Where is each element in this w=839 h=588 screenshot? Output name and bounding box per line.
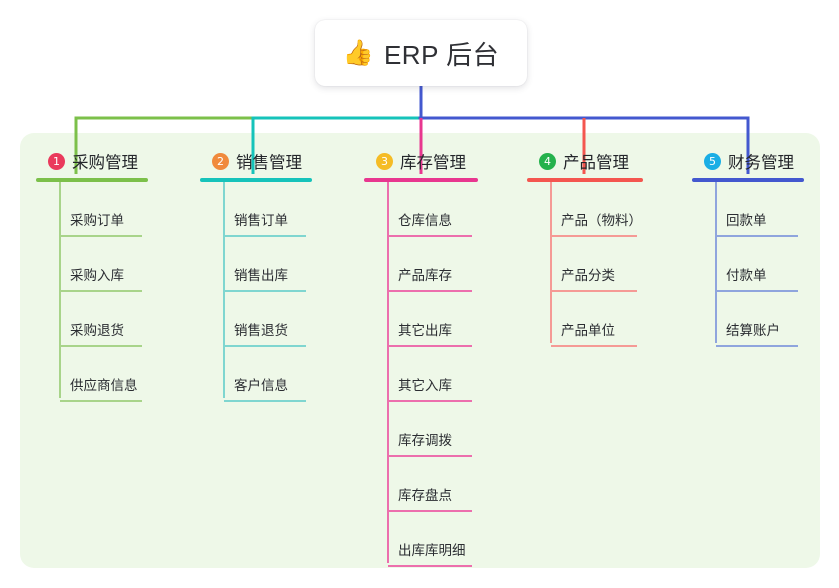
leaf-rule [60,235,142,237]
column-title: 采购管理 [72,154,138,172]
column-title: 库存管理 [400,154,466,172]
leaf-label: 销售退货 [234,323,288,338]
leaf-rule [60,400,142,402]
column-title: 产品管理 [563,154,629,172]
leaf-node[interactable]: 供应商信息 [36,347,148,402]
column-header-1[interactable]: 1 采购管理 [36,148,148,174]
leaf-node[interactable]: 采购退货 [36,292,148,347]
leaf-label: 销售出库 [234,268,288,283]
leaf-label: 客户信息 [234,378,288,393]
leaf-label: 仓库信息 [398,213,452,228]
column-header-5[interactable]: 5 财务管理 [692,148,804,174]
leaf-node[interactable]: 采购订单 [36,182,148,237]
column-rule [527,178,643,182]
column-children: 采购订单采购入库采购退货供应商信息 [36,182,148,402]
leaf-node[interactable]: 库存盘点 [364,457,478,512]
leaf-node[interactable]: 回款单 [692,182,804,237]
leaf-node[interactable]: 产品单位 [527,292,643,347]
leaf-node[interactable]: 出库库明细 [364,512,478,567]
column-title: 销售管理 [236,154,302,172]
leaf-node[interactable]: 产品库存 [364,237,478,292]
leaf-label: 销售订单 [234,213,288,228]
leaf-node[interactable]: 其它入库 [364,347,478,402]
leaf-label: 产品库存 [398,268,452,283]
column-库存管理: 3 库存管理仓库信息产品库存其它出库其它入库库存调拨库存盘点出库库明细 [364,148,478,567]
leaf-node[interactable]: 结算账户 [692,292,804,347]
leaf-label: 供应商信息 [70,378,138,393]
leaf-rule [551,235,637,237]
leaf-rule [716,345,798,347]
leaf-label: 采购订单 [70,213,124,228]
column-header-3[interactable]: 3 库存管理 [364,148,478,174]
column-badge-5: 5 [704,152,721,170]
leaf-node[interactable]: 销售出库 [200,237,312,292]
leaf-label: 出库库明细 [398,543,466,558]
leaf-label: 采购入库 [70,268,124,283]
thumbs-up-icon: 👍 [342,38,374,67]
column-badge-1: 1 [48,152,65,170]
root-title: ERP 后台 [383,39,500,70]
column-title: 财务管理 [728,154,794,172]
leaf-node[interactable]: 销售退货 [200,292,312,347]
leaf-rule [388,235,472,237]
column-header-4[interactable]: 4 产品管理 [527,148,643,174]
leaf-rule [224,400,306,402]
leaf-node[interactable]: 产品分类 [527,237,643,292]
leaf-rule [551,345,637,347]
column-rule [364,178,478,182]
leaf-label: 产品（物料） [561,213,642,228]
leaf-label: 采购退货 [70,323,124,338]
leaf-node[interactable]: 客户信息 [200,347,312,402]
leaf-node[interactable]: 销售订单 [200,182,312,237]
leaf-node[interactable]: 库存调拨 [364,402,478,457]
leaf-rule [60,290,142,292]
leaf-rule [224,290,306,292]
column-header-2[interactable]: 2 销售管理 [200,148,312,174]
leaf-node[interactable]: 产品（物料） [527,182,643,237]
leaf-label: 结算账户 [726,323,780,338]
column-rule [692,178,804,182]
leaf-label: 回款单 [726,213,767,228]
leaf-rule [388,400,472,402]
column-财务管理: 5 财务管理回款单付款单结算账户 [692,148,804,347]
column-采购管理: 1 采购管理采购订单采购入库采购退货供应商信息 [36,148,148,402]
column-children: 仓库信息产品库存其它出库其它入库库存调拨库存盘点出库库明细 [364,182,478,567]
leaf-label: 产品分类 [561,268,615,283]
root-node[interactable]: 👍 ERP 后台 [315,20,527,86]
leaf-label: 其它入库 [398,378,452,393]
column-badge-4: 4 [539,152,556,170]
leaf-rule [551,290,637,292]
leaf-node[interactable]: 付款单 [692,237,804,292]
leaf-label: 付款单 [726,268,767,283]
column-children: 回款单付款单结算账户 [692,182,804,347]
leaf-rule [388,510,472,512]
column-children: 销售订单销售出库销售退货客户信息 [200,182,312,402]
leaf-rule [716,235,798,237]
leaf-label: 库存调拨 [398,433,452,448]
leaf-label: 产品单位 [561,323,615,338]
leaf-node[interactable]: 仓库信息 [364,182,478,237]
leaf-rule [224,235,306,237]
column-产品管理: 4 产品管理产品（物料） 产品分类产品单位 [527,148,643,347]
leaf-rule [388,345,472,347]
leaf-label: 库存盘点 [398,488,452,503]
leaf-rule [388,565,472,567]
leaf-label: 其它出库 [398,323,452,338]
column-badge-2: 2 [212,152,229,170]
diagram-panel [20,133,820,568]
column-rule [36,178,148,182]
leaf-rule [716,290,798,292]
column-rule [200,178,312,182]
leaf-rule [388,290,472,292]
leaf-rule [388,455,472,457]
column-children: 产品（物料） 产品分类产品单位 [527,182,643,347]
leaf-rule [224,345,306,347]
column-badge-3: 3 [376,152,393,170]
leaf-node[interactable]: 采购入库 [36,237,148,292]
column-销售管理: 2 销售管理销售订单销售出库销售退货客户信息 [200,148,312,402]
leaf-rule [60,345,142,347]
leaf-node[interactable]: 其它出库 [364,292,478,347]
